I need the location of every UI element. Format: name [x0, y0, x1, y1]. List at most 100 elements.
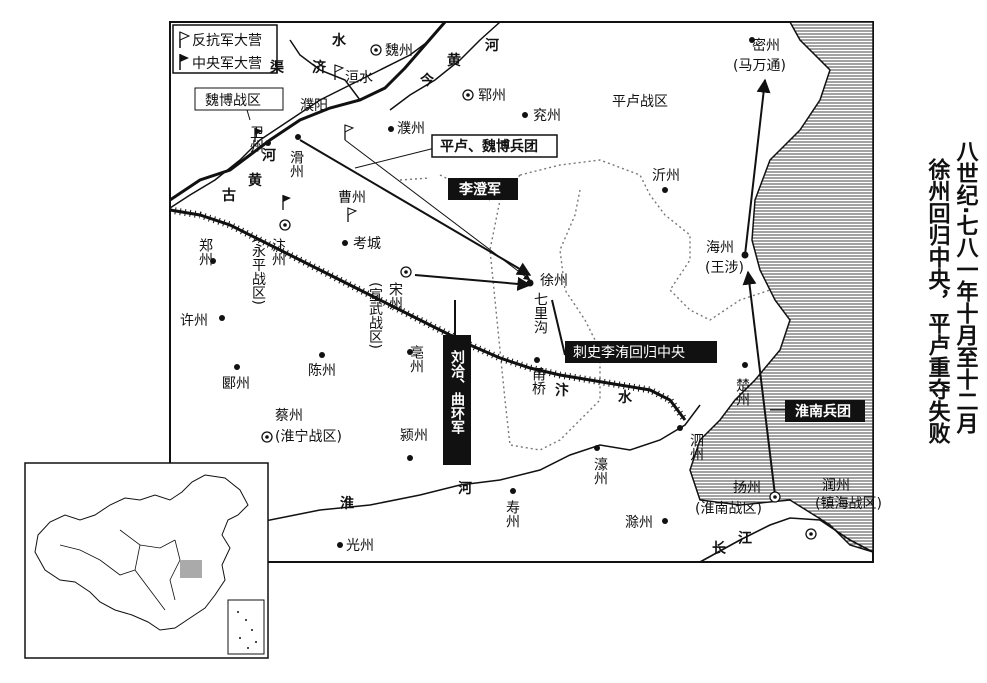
city-dot	[319, 352, 325, 358]
place-label: 颍州	[400, 428, 428, 444]
capital-marker	[400, 266, 412, 278]
city-dot	[234, 364, 240, 370]
arrow-li-cheng	[344, 139, 531, 281]
place-label: (淮宁战区)	[275, 428, 342, 445]
capital-marker	[805, 528, 817, 540]
place-label: 考城	[353, 236, 381, 252]
arrow-haizhou-mizhou	[744, 78, 771, 256]
place-label: 汴州	[270, 238, 286, 266]
city-dot	[526, 279, 534, 287]
river-label: 今	[419, 72, 434, 89]
river-label: 黄	[447, 52, 461, 69]
place-label: 七里沟	[532, 292, 548, 335]
place-label: (马万通)	[733, 58, 786, 74]
river-label: 汴	[555, 382, 569, 399]
inset-islands	[237, 611, 257, 649]
city-dot	[662, 518, 668, 524]
place-label: 郑州	[197, 238, 213, 266]
capital-marker	[462, 89, 474, 101]
place-label: 郓州	[478, 88, 506, 104]
central-flag-icon	[179, 54, 189, 70]
arrow-liu-qu	[414, 274, 532, 291]
arrow-huainan	[742, 270, 776, 496]
huainan-label: 淮南兵团	[795, 403, 851, 420]
title-line-1: 八世纪·七八一年十月至十二月	[953, 140, 980, 436]
legend-box	[172, 24, 278, 74]
inset-south-sea-box	[227, 599, 265, 655]
place-label: 徐州	[540, 273, 568, 289]
pinglu-zone-label: 平卢战区	[612, 94, 668, 110]
place-label: 楚州	[734, 378, 750, 406]
place-label: 密州	[752, 37, 780, 54]
place-label: 卫州	[248, 125, 264, 153]
ji-river	[289, 21, 501, 111]
city-dot	[741, 251, 749, 259]
river-label: 河	[262, 147, 276, 164]
place-label: 泗州	[688, 433, 704, 461]
capital-marker	[769, 491, 781, 503]
river-label: 古	[222, 187, 236, 204]
city-dot	[342, 240, 348, 246]
li-wei-label: 刺史李洧回归中央	[573, 344, 685, 361]
river-label: 水	[618, 389, 633, 406]
river-label: 水	[332, 32, 347, 49]
title-line-2: 徐州回归中央，平卢重夺失败	[925, 157, 952, 445]
callout-line-weibo	[246, 109, 251, 121]
place-label: 扬州	[733, 480, 761, 496]
liu-qu-box	[443, 335, 471, 465]
city-dot	[407, 349, 413, 355]
river-label: 渠	[269, 59, 285, 76]
place-label: 濮阳	[300, 98, 328, 114]
central-flag-icon	[254, 128, 263, 142]
city-dot	[388, 126, 394, 132]
city-dot	[522, 112, 528, 118]
river-label: 长	[712, 540, 727, 557]
liu-qu-label: 刘洽、曲环军	[449, 349, 465, 435]
river-label: 河	[458, 480, 472, 497]
place-label: (镇海战区)	[815, 496, 882, 512]
inset-highlight-area	[180, 560, 202, 578]
city-dot	[662, 187, 668, 193]
place-label: 郾州	[222, 376, 250, 392]
place-label: 润州	[822, 478, 850, 494]
li-wei-box	[565, 341, 717, 363]
city-dot	[749, 37, 755, 43]
callout-line-pinglu	[354, 147, 436, 169]
river-label: 洹水	[345, 70, 373, 86]
place-label: 沂州	[652, 168, 680, 184]
place-label: 许州	[180, 313, 208, 329]
weibo-zone-box	[194, 87, 284, 111]
city-dot	[534, 357, 540, 363]
huainan-box	[785, 400, 865, 422]
place-label: 濠州	[592, 456, 608, 485]
place-label: (淮南战区)	[695, 501, 762, 517]
inset-province-lines	[59, 529, 181, 611]
city-dot	[210, 258, 216, 264]
arrow-pinglu-weibo	[299, 139, 532, 276]
river-label: 淮	[340, 495, 354, 512]
place-label: 魏州	[385, 43, 413, 59]
pinglu-weibo-box	[431, 134, 558, 158]
place-label: (永平战区)	[250, 238, 266, 305]
city-dot	[219, 315, 225, 321]
city-dot	[295, 134, 301, 140]
city-dot	[594, 445, 600, 451]
li-chengjun-box	[448, 178, 518, 200]
place-label: (王涉)	[705, 260, 744, 276]
place-label: 滁州	[625, 515, 653, 531]
pinglu-weibo-label: 平卢、魏博兵团	[440, 138, 538, 155]
weibo-zone-label: 魏博战区	[205, 92, 261, 109]
yellow-river-modern	[169, 21, 447, 202]
capital-marker	[279, 219, 291, 231]
river-label: 江	[738, 530, 752, 547]
place-label: (宣武战区)	[367, 282, 383, 349]
city-dot	[677, 425, 683, 431]
inset-china-outline	[34, 474, 249, 631]
place-label: 甬桥	[530, 367, 546, 395]
yellow-river-ancient	[169, 21, 446, 209]
rebel-flag-icon	[344, 124, 355, 140]
river-label: 济	[312, 59, 327, 76]
place-label: 蔡州	[275, 408, 303, 424]
place-label: 寿州	[504, 499, 520, 528]
